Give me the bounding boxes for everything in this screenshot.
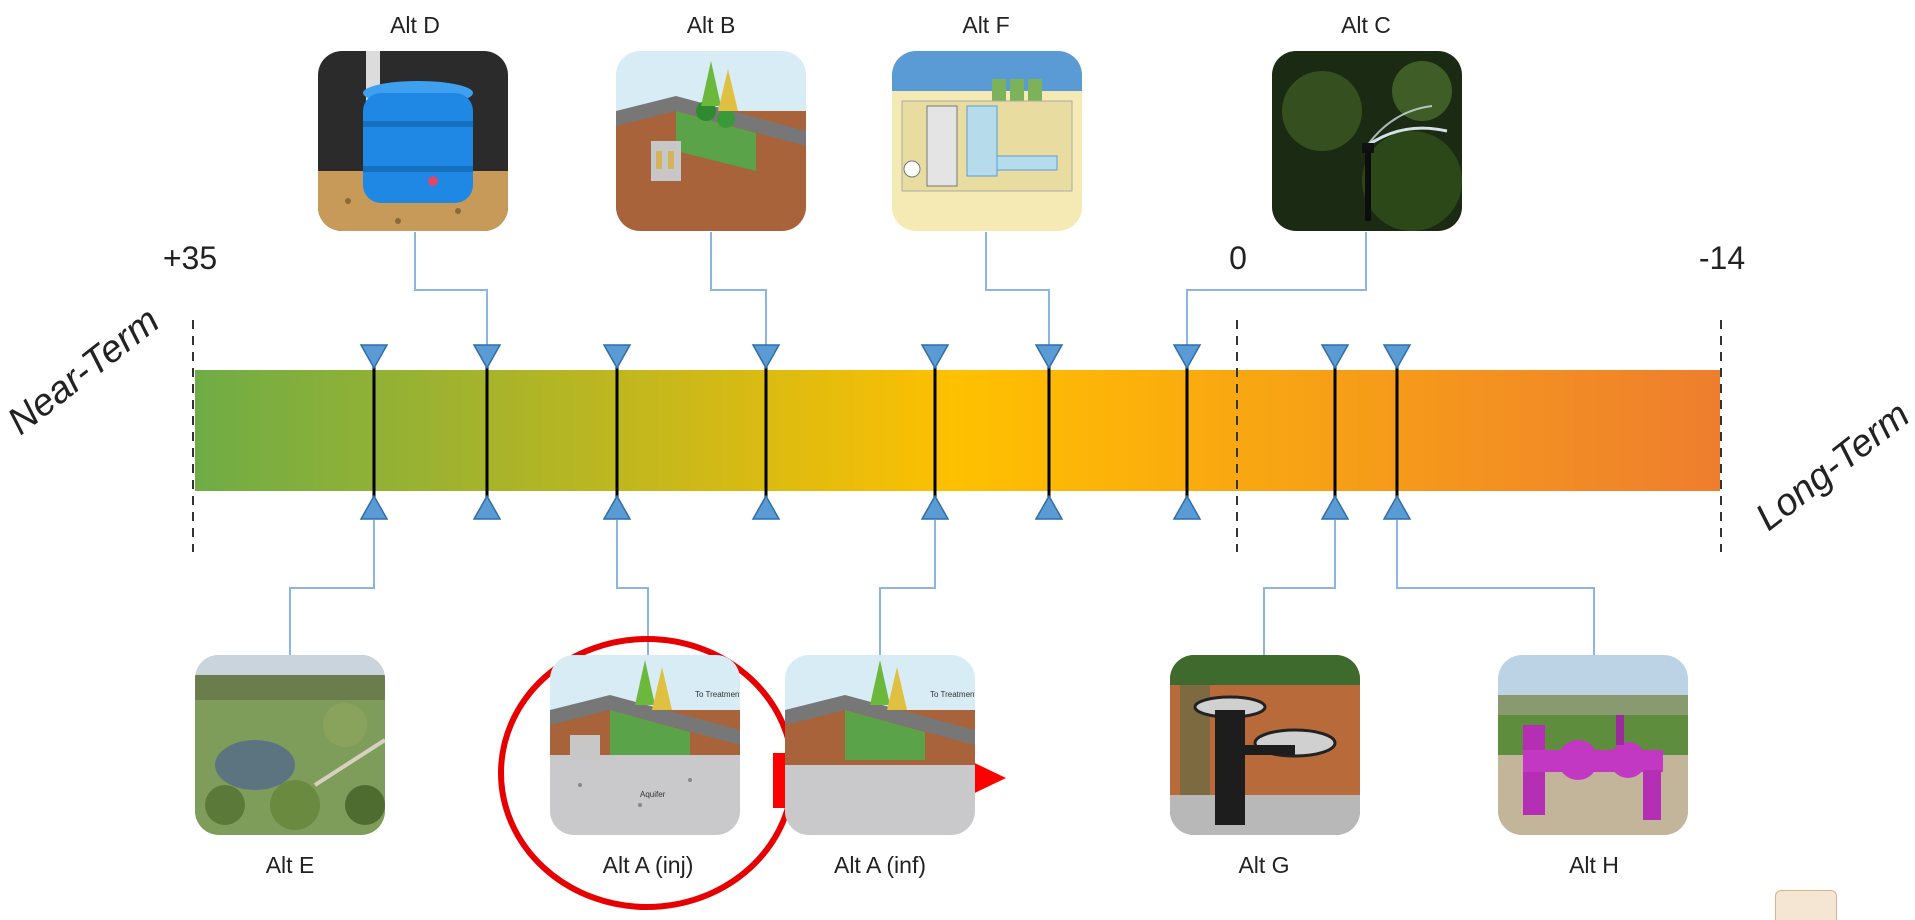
marker-triangle-bottom-6 (1172, 494, 1202, 520)
timeline-markers (359, 344, 1412, 520)
marker-triangle-bottom-2 (602, 494, 632, 520)
marker-triangle-top-2 (602, 344, 632, 370)
connector-alt-b (710, 232, 767, 347)
marker-triangle-bottom-8 (1382, 494, 1412, 520)
marker-triangle-bottom-0 (359, 494, 389, 520)
label-alt-f: Alt F (962, 12, 1010, 38)
thumb-alt-d (318, 51, 508, 231)
marker-triangle-bottom-4 (920, 494, 950, 520)
thumb-alt-h (1498, 655, 1688, 835)
injection-cross-section-icon: To Treatment Aquifer (550, 655, 740, 835)
label-alt-b: Alt B (686, 12, 736, 38)
timeline-bar (195, 370, 1720, 491)
thumb-alt-g (1170, 655, 1360, 835)
thumb-alt-b (616, 51, 806, 231)
connector-alt-d (414, 232, 488, 347)
marker-triangle-bottom-1 (472, 494, 502, 520)
to-treatment-label-2: To Treatment (930, 690, 975, 699)
connector-alt-f (985, 232, 1050, 347)
marker-triangle-top-4 (920, 344, 950, 370)
marker-triangle-top-5 (1034, 344, 1064, 370)
label-alt-a-inf: Alt A (inf) (833, 852, 927, 878)
connector-alt-a-inf (879, 520, 936, 655)
infiltration-cross-section-icon: To Treatment (785, 655, 975, 835)
thumb-alt-f (892, 51, 1082, 231)
connector-alt-e (289, 520, 375, 655)
marker-triangle-top-3 (751, 344, 781, 370)
marker-triangle-top-8 (1382, 344, 1412, 370)
thumb-alt-a-inj: To Treatment Aquifer (550, 655, 740, 835)
marker-triangle-top-6 (1172, 344, 1202, 370)
bioswale-cross-section-icon (616, 51, 806, 231)
connector-alt-a-inj (616, 520, 649, 655)
top-connectors (414, 232, 1367, 347)
scale-right-value: -14 (1698, 240, 1746, 276)
marker-triangle-bottom-7 (1320, 494, 1350, 520)
marker-triangle-top-7 (1320, 344, 1350, 370)
notes-icon[interactable] (1775, 890, 1837, 920)
to-treatment-label: To Treatment (695, 690, 740, 699)
bottom-connectors (289, 520, 1595, 655)
connector-alt-g (1263, 520, 1336, 655)
label-alt-g: Alt G (1238, 852, 1290, 878)
thumb-alt-c (1272, 51, 1462, 231)
purple-pipe-valve-icon (1498, 655, 1688, 835)
aquifer-label: Aquifer (640, 790, 666, 799)
underground-facility-diagram-icon (892, 51, 1082, 231)
connector-alt-h (1396, 520, 1595, 655)
label-alt-e: Alt E (265, 852, 315, 878)
label-alt-c: Alt C (1341, 12, 1391, 38)
thumb-alt-e (195, 655, 385, 835)
scale-left-value: +35 (162, 240, 218, 276)
wetland-photo-icon (195, 655, 385, 835)
marker-triangle-bottom-3 (751, 494, 781, 520)
label-alt-h: Alt H (1569, 852, 1619, 878)
thumb-alt-a-inf: To Treatment (785, 655, 975, 835)
sprinkler-icon (1272, 51, 1462, 231)
marker-triangle-top-0 (359, 344, 389, 370)
marker-triangle-bottom-5 (1034, 494, 1064, 520)
label-alt-d: Alt D (390, 12, 440, 38)
scale-zero-value: 0 (1229, 240, 1247, 276)
rain-barrel-icon (318, 51, 508, 231)
drinking-fountain-icon (1170, 655, 1360, 835)
label-alt-a-inj: Alt A (inj) (602, 852, 694, 878)
marker-triangle-top-1 (472, 344, 502, 370)
connector-alt-c (1186, 232, 1367, 347)
